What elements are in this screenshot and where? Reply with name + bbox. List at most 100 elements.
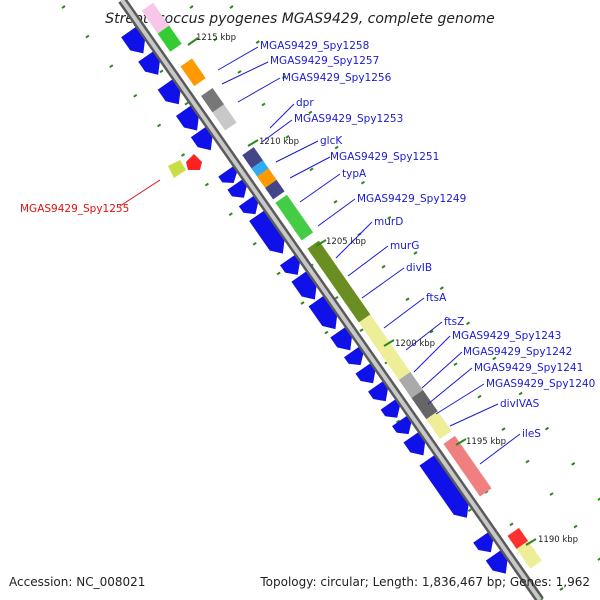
cds-arrow bbox=[392, 415, 412, 435]
scale-dot bbox=[387, 216, 392, 220]
scale-dot bbox=[309, 167, 314, 172]
feature-block bbox=[168, 160, 186, 178]
scale-dot bbox=[466, 321, 471, 326]
cds-arrow bbox=[218, 166, 238, 184]
feature-block bbox=[257, 168, 277, 188]
kbp-label: 1215 kbp bbox=[196, 33, 236, 43]
scale-dot bbox=[189, 5, 194, 9]
gene-leaders bbox=[119, 46, 521, 465]
accession-text: Accession: NC_008021 bbox=[9, 575, 145, 589]
gene-label[interactable]: MGAS9429_Spy1253 bbox=[294, 113, 403, 125]
gene-label[interactable]: murG bbox=[390, 240, 419, 252]
gene-label[interactable]: MGAS9429_Spy1249 bbox=[357, 193, 466, 205]
feature-block bbox=[265, 179, 285, 200]
scale-dot bbox=[544, 426, 549, 431]
scale-dot bbox=[334, 295, 339, 300]
scale-dot bbox=[559, 587, 564, 591]
scale-dot bbox=[573, 524, 578, 529]
gene-label[interactable]: glcK bbox=[320, 135, 343, 147]
gene-label[interactable]: divIVAS bbox=[500, 398, 540, 410]
feature-block bbox=[411, 389, 438, 420]
scale-dot bbox=[261, 102, 266, 107]
scale-dot bbox=[439, 286, 444, 290]
kbp-label: 1195 kbp bbox=[466, 437, 506, 447]
feature-block bbox=[358, 314, 411, 380]
topology-text: Topology: circular; Length: 1,836,467 bp… bbox=[259, 575, 590, 589]
scale-dot bbox=[109, 64, 114, 69]
gene-label[interactable]: ftsZ bbox=[444, 316, 464, 328]
feature-block bbox=[201, 88, 225, 113]
gene-label[interactable]: typA bbox=[342, 168, 367, 180]
feature-block bbox=[157, 25, 182, 52]
gene-label[interactable]: dpr bbox=[296, 97, 314, 109]
scale-dot bbox=[252, 241, 257, 246]
gene-label[interactable]: MGAS9429_Spy1241 bbox=[474, 362, 583, 374]
gene-label[interactable]: MGAS9429_Spy1251 bbox=[330, 151, 439, 163]
scale-dot bbox=[396, 419, 401, 424]
cds-arrow bbox=[227, 179, 247, 198]
kbp-label: 1205 kbp bbox=[326, 237, 366, 247]
gene-label[interactable]: MGAS9429_Spy1257 bbox=[270, 55, 379, 67]
scale-dot bbox=[61, 5, 66, 9]
scale-dot bbox=[501, 427, 506, 431]
scale-dot bbox=[467, 508, 472, 513]
scale-dot bbox=[255, 40, 260, 44]
kbp-label: 1200 kbp bbox=[395, 339, 435, 349]
gene-label[interactable]: MGAS9429_Spy1240 bbox=[486, 378, 595, 390]
scale-dot bbox=[237, 70, 242, 74]
gene-label[interactable]: MGAS9429_Spy1255 bbox=[20, 203, 129, 215]
scale-dot bbox=[509, 522, 514, 527]
cds-arrow bbox=[344, 346, 364, 366]
scale-dot bbox=[405, 297, 410, 302]
cds-arrow bbox=[355, 363, 376, 384]
gene-labels: MGAS9429_Spy1258 MGAS9429_Spy1257 MGAS94… bbox=[20, 40, 595, 440]
scale-dot bbox=[492, 356, 497, 361]
feature-block bbox=[426, 411, 452, 440]
cds-arrow bbox=[403, 432, 426, 456]
scale-dot bbox=[525, 459, 530, 464]
scale-dot bbox=[308, 110, 313, 115]
scale-dot bbox=[518, 391, 523, 396]
scale-dot bbox=[333, 199, 338, 204]
cds-arrow bbox=[308, 296, 338, 330]
scale-dot bbox=[300, 301, 305, 305]
feature-block bbox=[180, 58, 206, 87]
cds-arrow bbox=[330, 327, 352, 351]
gene-label[interactable]: MGAS9429_Spy1243 bbox=[452, 330, 561, 342]
scale-dot bbox=[571, 462, 576, 466]
gene-label[interactable]: ftsA bbox=[426, 292, 447, 304]
gene-label[interactable]: MGAS9429_Spy1242 bbox=[463, 346, 572, 358]
scale-dot bbox=[213, 37, 218, 42]
gene-label[interactable]: MGAS9429_Spy1258 bbox=[260, 40, 369, 52]
scale-dot bbox=[157, 123, 162, 128]
feature-block bbox=[443, 435, 492, 497]
scale-dot bbox=[334, 145, 339, 150]
gene-label[interactable]: murD bbox=[374, 216, 403, 228]
kbp-label: 1210 kbp bbox=[259, 137, 299, 147]
cds-arrow bbox=[280, 255, 300, 275]
feature-block bbox=[307, 240, 371, 323]
feature-block bbox=[516, 540, 542, 569]
scale-dot bbox=[477, 394, 482, 399]
scale-dot bbox=[180, 153, 186, 157]
cds-arrow bbox=[157, 79, 181, 105]
cds-arrow bbox=[291, 271, 317, 300]
kbp-ticks: 1215 kbp 1210 kbp 1205 kbp 1200 kbp 1195… bbox=[187, 33, 578, 546]
scale-dot bbox=[549, 492, 554, 496]
cds-arrow bbox=[175, 105, 199, 131]
scale-dot bbox=[228, 212, 233, 217]
gene-label[interactable]: MGAS9429_Spy1256 bbox=[282, 72, 392, 84]
cds-arrow bbox=[368, 381, 388, 402]
cds-arrow bbox=[121, 26, 146, 54]
map-title: Streptococcus pyogenes MGAS9429, complet… bbox=[105, 11, 494, 27]
feature-block bbox=[507, 527, 529, 549]
scale-dot bbox=[429, 329, 434, 334]
kbp-label: 1190 kbp bbox=[538, 535, 578, 545]
scale-dot bbox=[360, 180, 365, 185]
scale-dot bbox=[413, 251, 418, 255]
cds-arrow bbox=[138, 51, 160, 75]
gene-label[interactable]: ileS bbox=[522, 428, 541, 440]
gene-label[interactable]: divIB bbox=[406, 262, 432, 274]
scale-dot bbox=[282, 75, 287, 80]
cds-arrow bbox=[238, 195, 259, 215]
